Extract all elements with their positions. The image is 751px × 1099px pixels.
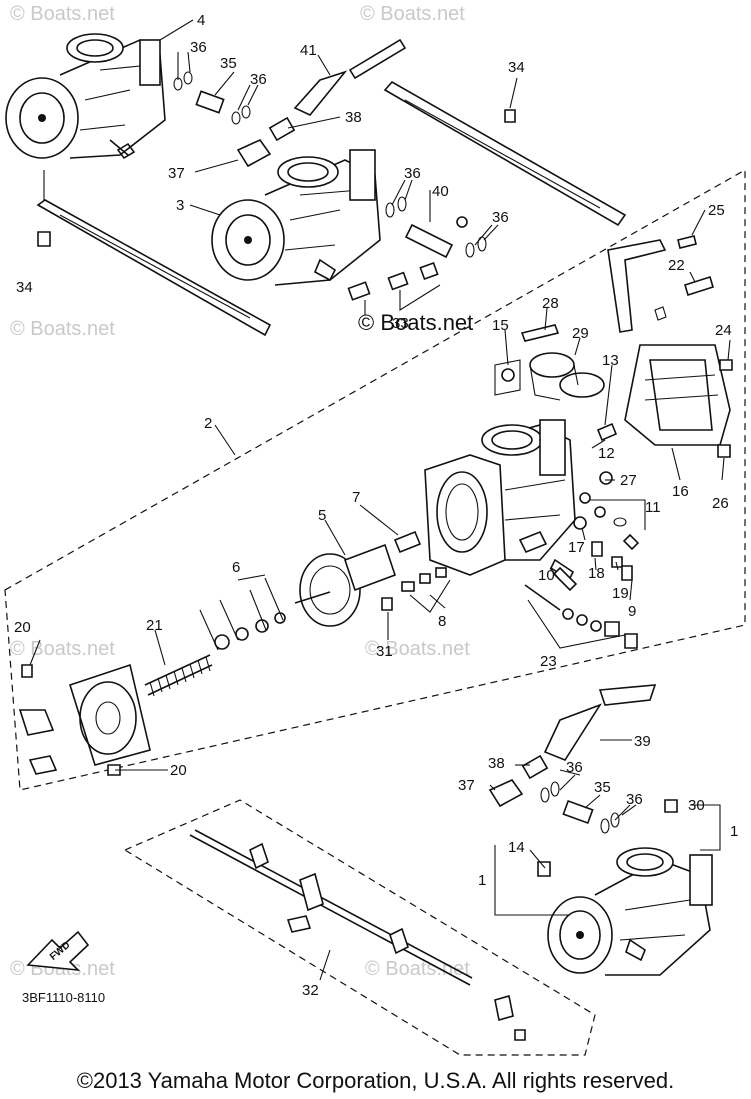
center-watermark: © Boats.net: [358, 310, 473, 335]
watermark-text: © Boats.net: [10, 638, 115, 660]
callout-1: 1: [730, 823, 738, 840]
callout-6: 6: [232, 559, 240, 576]
callout-36: 36: [566, 759, 583, 776]
callout-7: 7: [352, 489, 360, 506]
callout-16: 16: [672, 483, 689, 500]
callout-36: 36: [492, 209, 509, 226]
callout-39: 39: [634, 733, 651, 750]
watermark-text: © Boats.net: [360, 3, 465, 25]
callout-27: 27: [620, 472, 637, 489]
callout-11: 11: [645, 499, 661, 516]
screw-34: [37, 231, 51, 247]
group-outline-carb-2: [4, 168, 746, 791]
callout-34: 34: [508, 59, 525, 76]
diagram-code: 3BF1110-8110: [22, 990, 106, 1005]
carburetor-1: [547, 847, 713, 976]
callout-17: 17: [568, 539, 585, 556]
callout-26: 26: [712, 495, 729, 512]
callout-29: 29: [572, 325, 589, 342]
callout-32: 32: [302, 982, 319, 999]
spring-21: [144, 654, 213, 697]
parts-bottom-35-36-37-38-39: [488, 684, 678, 877]
callout-22: 22: [668, 257, 685, 274]
callout-38: 38: [345, 109, 362, 126]
callout-35: 35: [220, 55, 237, 72]
parts-36-40: [385, 196, 487, 259]
top-cover-16: [607, 235, 733, 458]
callout-36: 36: [190, 39, 207, 56]
callout-20: 20: [14, 619, 31, 636]
callout-13: 13: [602, 352, 619, 369]
watermark-text: © Boats.net: [10, 318, 115, 340]
callout-25: 25: [708, 202, 725, 219]
watermark-text: © Boats.net: [365, 638, 470, 660]
carburetor-exploded-diagram: © Boats.net © Boats.net © Boats.net © Bo…: [4, 3, 746, 1056]
callout-1: 1: [478, 872, 486, 889]
piston-diaphragm-5: [294, 530, 422, 627]
parts-15-28-29: [494, 324, 618, 442]
callout-5: 5: [318, 507, 326, 524]
callout-35: 35: [594, 779, 611, 796]
copyright-notice: ©2013 Yamaha Motor Corporation, U.S.A. A…: [76, 1068, 675, 1093]
callout-37: 37: [458, 777, 475, 794]
callout-4: 4: [197, 12, 205, 29]
callout-24: 24: [715, 322, 732, 339]
carburetor-2-body: [424, 419, 576, 582]
parts-9-11-17-18-19-27: [573, 471, 646, 581]
callout-18: 18: [588, 565, 605, 582]
callout-19: 19: [612, 585, 629, 602]
callout-40: 40: [432, 183, 449, 200]
parts-8: [401, 567, 451, 613]
callout-36: 36: [404, 165, 421, 182]
group-outline-linkage-32: [123, 799, 596, 1056]
callout-30: 30: [688, 797, 705, 814]
watermark-text: © Boats.net: [10, 3, 115, 25]
carburetor-3: [211, 149, 381, 286]
fwd-arrow-icon: FWD: [26, 930, 90, 972]
callout-31: 31: [376, 643, 393, 660]
parts-35-36-top: [173, 71, 251, 125]
hose-assembly-top: [236, 38, 407, 168]
parts-33: [347, 261, 441, 315]
cover-20: [18, 663, 151, 776]
part-31: [381, 597, 393, 611]
leader-lines: [29, 19, 731, 981]
callout-34: 34: [16, 279, 33, 296]
linkage-shaft-32: [189, 829, 526, 1041]
parts-6: [199, 577, 286, 651]
carburetor-4: [5, 33, 166, 160]
callout-20: 20: [170, 762, 187, 779]
callout-36: 36: [626, 791, 643, 808]
callout-2: 2: [204, 415, 212, 432]
callout-10: 10: [538, 567, 555, 584]
fuel-rail-34-top: [383, 80, 627, 227]
fuel-rail-34: [36, 199, 272, 337]
callout-15: 15: [492, 317, 509, 334]
parts-10-23: [524, 566, 638, 649]
callout-28: 28: [542, 295, 559, 312]
callout-21: 21: [146, 617, 163, 634]
callout-labels: 4 36 35 36 41 34 38 37 3 36 40 36 34 33 …: [14, 12, 738, 999]
callout-9: 9: [628, 603, 636, 620]
callout-3: 3: [176, 197, 184, 214]
callout-41: 41: [300, 42, 317, 59]
callout-23: 23: [540, 653, 557, 670]
callout-14: 14: [508, 839, 525, 856]
callout-12: 12: [598, 445, 615, 462]
callout-36: 36: [250, 71, 267, 88]
callout-38: 38: [488, 755, 505, 772]
callout-33: 33: [392, 315, 409, 332]
callout-8: 8: [438, 613, 446, 630]
callout-37: 37: [168, 165, 185, 182]
